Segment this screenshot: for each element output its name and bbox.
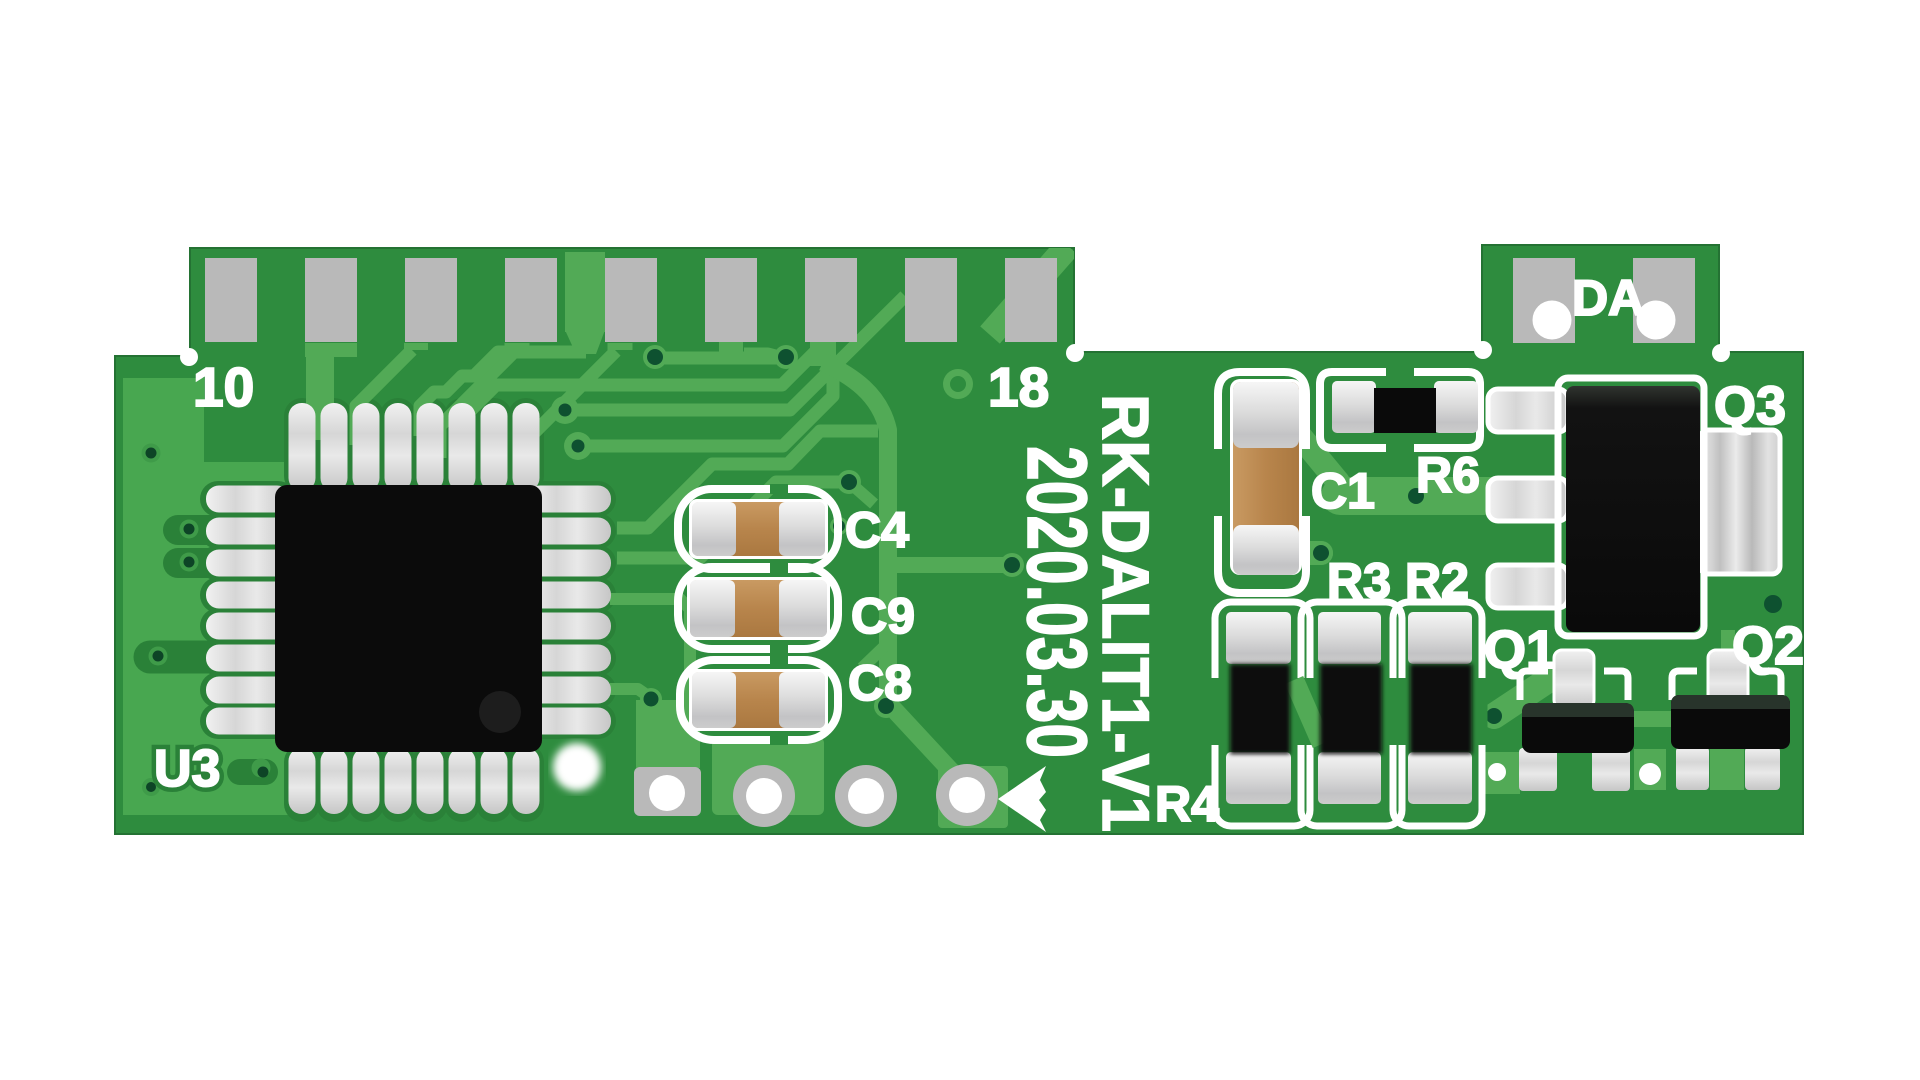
svg-text:R6: R6	[1416, 447, 1480, 503]
svg-text:RK-DALIT1-V1: RK-DALIT1-V1	[1089, 394, 1163, 832]
svg-text:R4: R4	[1155, 776, 1219, 832]
svg-text:Q2: Q2	[1732, 616, 1804, 676]
svg-text:C4: C4	[845, 502, 909, 558]
svg-text:U3: U3	[154, 740, 220, 798]
svg-text:Q1: Q1	[1484, 620, 1556, 680]
svg-text:C8: C8	[848, 655, 912, 711]
svg-text:Q3: Q3	[1714, 376, 1786, 436]
svg-text:18: 18	[988, 356, 1049, 418]
svg-text:C9: C9	[851, 588, 915, 644]
svg-text:DA: DA	[1572, 270, 1644, 326]
svg-text:R2: R2	[1405, 553, 1469, 609]
svg-text:U3: U3	[154, 740, 220, 798]
svg-text:10: 10	[193, 356, 254, 418]
svg-text:C1: C1	[1311, 463, 1375, 519]
svg-text:2020.03.30: 2020.03.30	[1010, 446, 1104, 758]
svg-text:R3: R3	[1327, 553, 1391, 609]
